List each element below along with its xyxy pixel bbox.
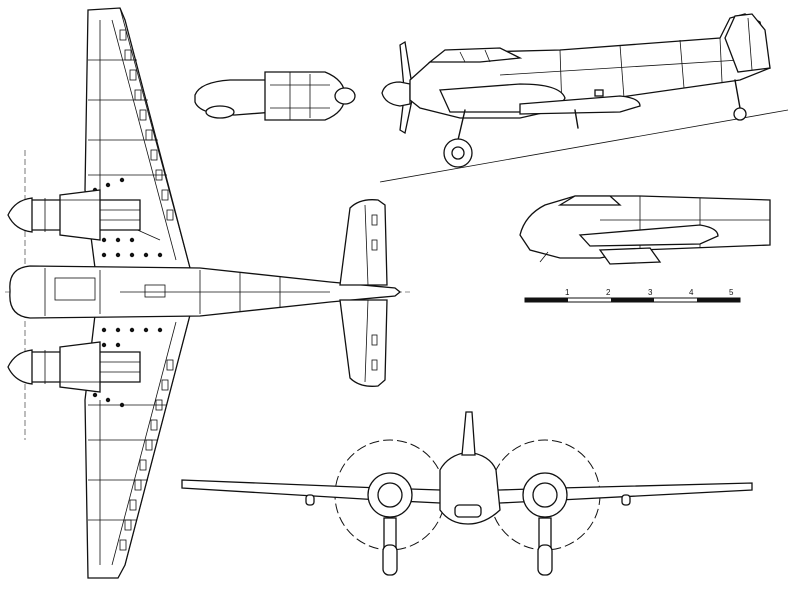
scale-tick-4: 4 bbox=[689, 288, 694, 297]
plan-tailplane bbox=[339, 199, 388, 286]
plan-view bbox=[5, 7, 410, 579]
front-view bbox=[181, 411, 753, 576]
scale-bar: 1 2 3 4 5 bbox=[524, 288, 741, 303]
scale-tick-2: 2 bbox=[606, 288, 611, 297]
nose-variant-view bbox=[519, 195, 771, 265]
side-view bbox=[379, 13, 789, 183]
scale-tick-3: 3 bbox=[648, 288, 653, 297]
lower-engine-nacelle bbox=[7, 341, 141, 393]
wing-rivets bbox=[92, 177, 163, 408]
scale-tick-5: 5 bbox=[729, 288, 734, 297]
upper-engine-nacelle bbox=[7, 189, 141, 241]
nacelle-detail-view bbox=[194, 71, 356, 121]
scale-tick-1: 1 bbox=[565, 288, 570, 297]
